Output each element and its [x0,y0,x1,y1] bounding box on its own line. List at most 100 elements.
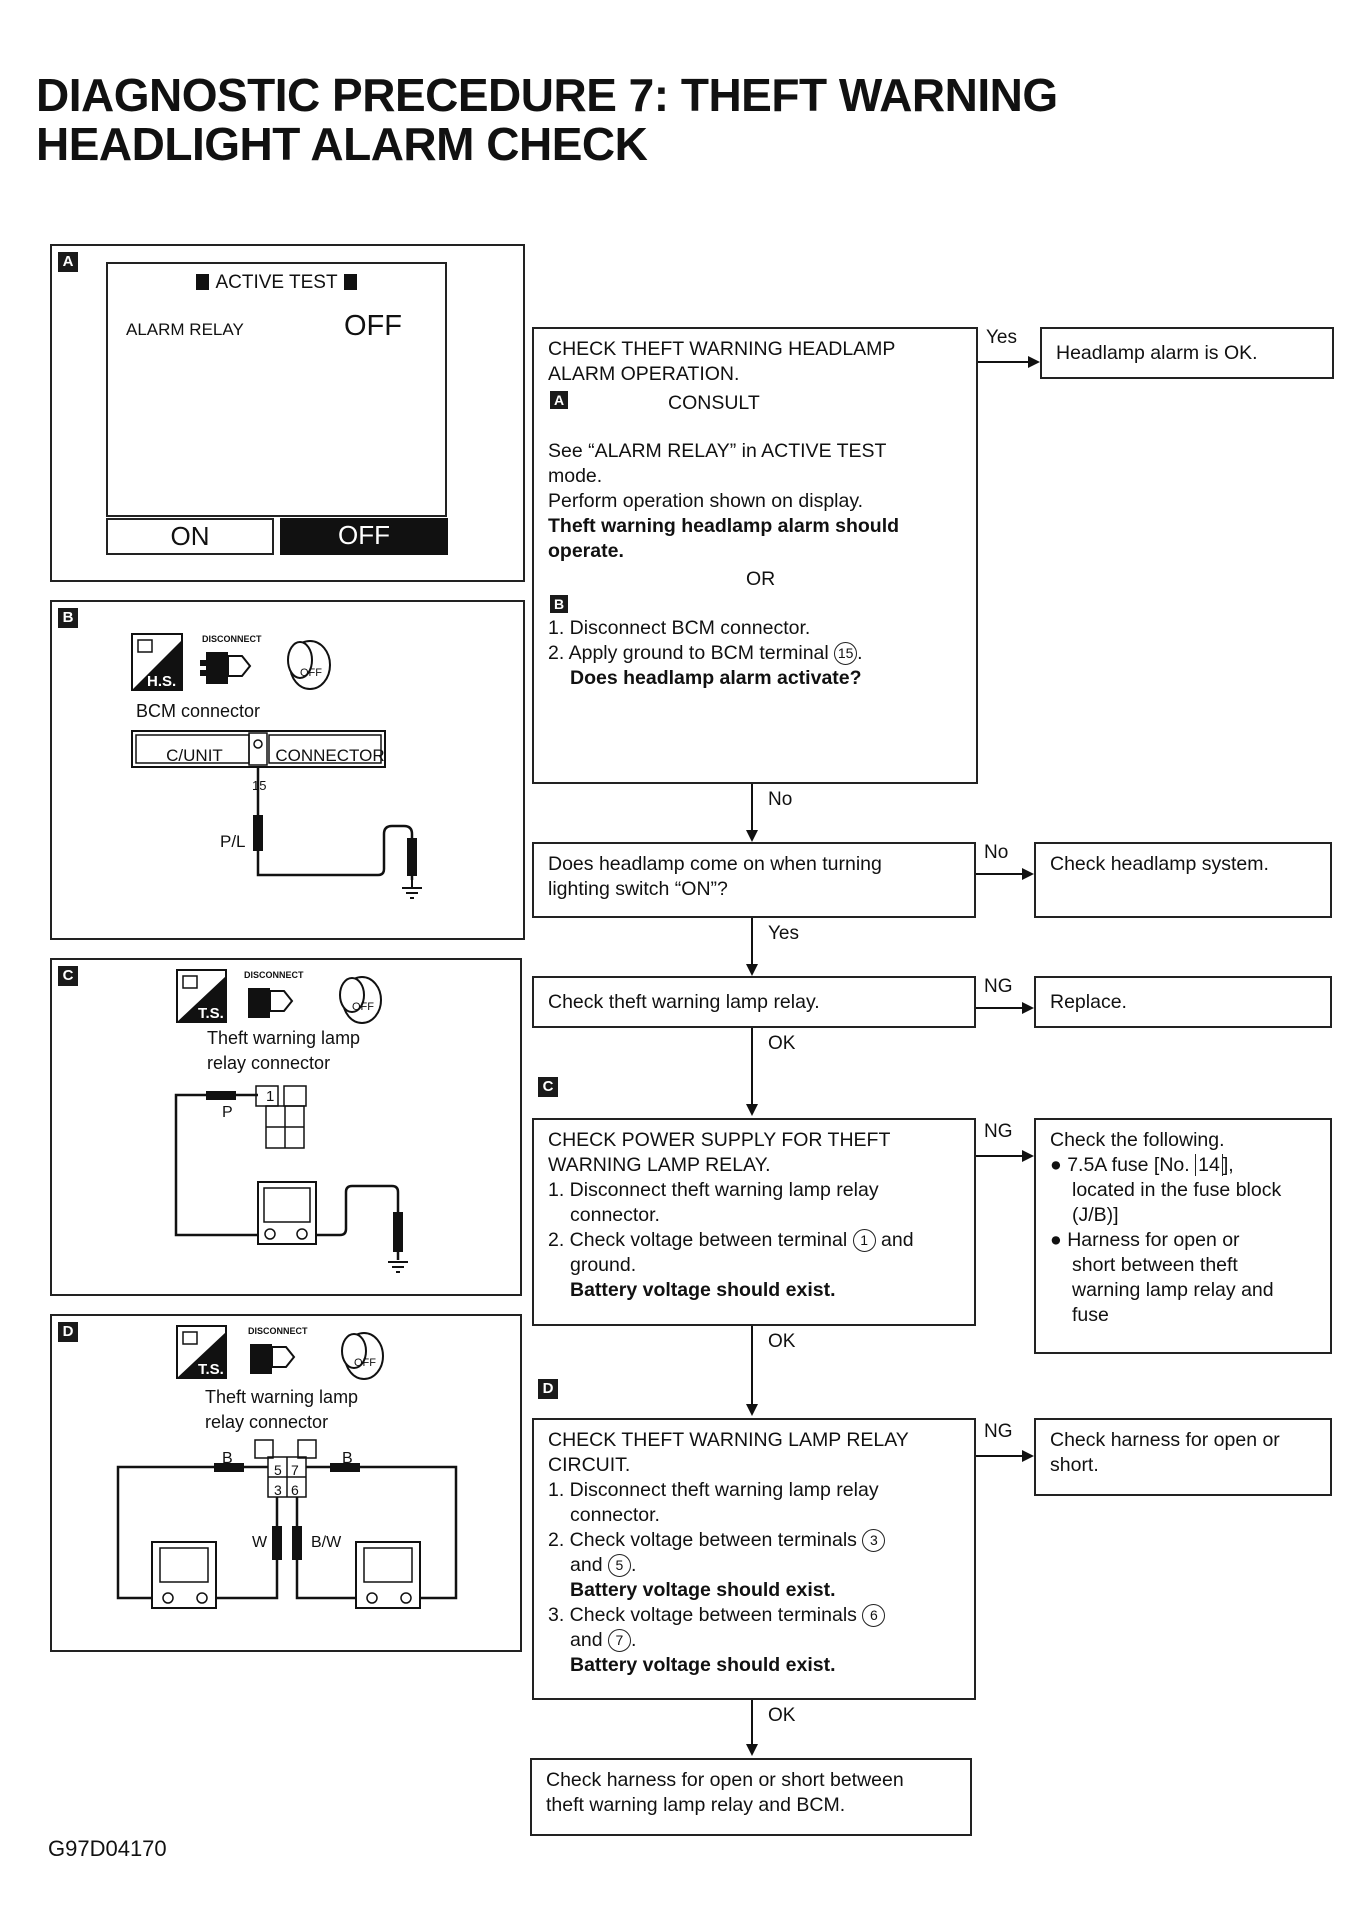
voltmeter-d-right-label: V [376,1552,394,1582]
ng-label-3: NG [984,976,1013,997]
flow-letter-c: C [538,1077,558,1097]
consult-screen: ACTIVE TEST ALARM RELAY OFF [106,262,447,517]
consult-label: CONSULT [668,392,760,414]
step1-letter-b: B [550,595,568,613]
active-test-title: ACTIVE TEST [215,272,338,293]
step5-l3a: 3. Check voltage between terminals 6 [548,1603,960,1628]
step5-l3a-text: 3. Check voltage between terminals [548,1604,863,1626]
ng4-b2c: warning lamp relay and [1072,1279,1274,1301]
ok-label-4: OK [768,1331,796,1352]
result-check-harness-open-short: Check harness for open or short. [1034,1418,1332,1496]
voltmeter-d-left-label: V [176,1552,194,1582]
step5-l2b-end: . [630,1554,637,1576]
ng4-b2d: fuse [1072,1304,1109,1326]
terminal-3-label: 3 [274,1482,282,1498]
ng4-b1a: 7.5A fuse [No. [1067,1154,1196,1176]
page-title-line-2: HEADLIGHT ALARM CHECK [36,118,648,170]
terminal-5-badge: 5 [607,1554,631,1578]
step1-title-1: CHECK THEFT WARNING HEADLAMP [548,338,896,360]
relay-connector-label-c1: Theft warning lamp [207,1028,361,1048]
step3-check-relay: Check theft warning lamp relay. [532,976,976,1028]
terminal-5-label: 5 [274,1462,282,1478]
wire-color-bw: B/W [311,1534,342,1551]
step1-b2-end: . [857,642,863,664]
step5-title-1: CHECK THEFT WARNING LAMP RELAY [548,1429,909,1451]
step4-title-1: CHECK POWER SUPPLY FOR THEFT [548,1129,891,1151]
step1-line3: Perform operation shown on display. [548,490,864,512]
step5-l1a: 1. Disconnect theft warning lamp relay [548,1479,879,1501]
step5-l3b-text: and [570,1629,608,1651]
off-button[interactable]: OFF [280,518,448,555]
yes-label-1: Yes [986,327,1017,348]
step4-power-supply-check: CHECK POWER SUPPLY FOR THEFT WARNING LAM… [532,1118,976,1326]
terminal-1-label: 1 [266,1088,275,1105]
step2-line1: Does headlamp come on when turning [548,853,882,875]
terminal-6-label: 6 [291,1482,299,1498]
result-check-fuse-harness: Check the following. ● 7.5A fuse [No. 14… [1034,1118,1332,1354]
bcm-connector-label: BCM connector [136,701,261,721]
no-label-2: No [984,842,1009,863]
wire-color-w: W [252,1534,268,1551]
ng4-b2a: Harness for open or [1067,1229,1240,1251]
step2-headlamp-switch-check: Does headlamp come on when turning light… [532,842,976,918]
relay-connector-label-d1: Theft warning lamp [205,1387,359,1407]
terminal-7-badge: 7 [607,1629,631,1653]
terminal-1-badge: 1 [852,1229,876,1253]
step1-b2-text: 2. Apply ground to BCM terminal [548,642,835,664]
step4-bold: Battery voltage should exist. [570,1279,836,1301]
panel-c-power-supply-check: C Theft warning lamp relay connector 1 P… [50,958,522,1296]
ng-label-5: NG [984,1421,1013,1442]
bcm-connector-right-section: CONNECTOR [275,746,385,765]
active-test-header: ACTIVE TEST [108,272,445,294]
ng4-bullet2: ● Harness for open or [1050,1229,1240,1251]
on-button[interactable]: ON [106,518,274,555]
terminal-15-badge: 15 [834,642,858,666]
step5-relay-circuit-check: CHECK THEFT WARNING LAMP RELAY CIRCUIT. … [532,1418,976,1700]
step5-l2b: and 5. [548,1553,960,1578]
step5-l3b-end: . [630,1629,637,1651]
panel-d-relay-circuit-check: D Theft warning lamp relay connector 5 7… [50,1314,522,1652]
final-line2: theft warning lamp relay and BCM. [546,1794,846,1816]
step1-check-alarm-operation: CHECK THEFT WARNING HEADLAMP ALARM OPERA… [532,327,978,784]
ng4-b1c: located in the fuse block [1072,1179,1282,1201]
step5-l2a: 2. Check voltage between terminals 3 [548,1528,960,1553]
step4-l2a: 2. Check voltage between terminal 1 and [548,1228,960,1253]
ng4-b1d: (J/B)] [1072,1204,1119,1226]
fuse-number: 14 [1195,1154,1223,1176]
step5-l2b-text: and [570,1554,608,1576]
page-title-line-1: DIAGNOSTIC PRECEDURE 7: THEFT WARNING [36,69,1058,121]
step4-l2a-end: and [875,1229,914,1251]
relay-connector-label-d2: relay connector [205,1412,329,1432]
step4-l1a: 1. Disconnect theft warning lamp relay [548,1179,879,1201]
or-divider-label: OR [742,567,780,592]
ng5-line2: short. [1050,1454,1099,1476]
flow-letter-d: D [538,1379,558,1399]
step1-b1: 1. Disconnect BCM connector. [548,617,811,639]
yes-label-2: Yes [768,923,799,944]
ok-label-5: OK [768,1705,796,1726]
alarm-relay-label: ALARM RELAY [126,320,244,339]
step1-line2: mode. [548,465,603,487]
step5-l2a-text: 2. Check voltage between terminals [548,1529,863,1551]
step5-l3b: and 7. [548,1628,960,1653]
panel-a-letter: A [58,252,78,272]
step1-b3: Does headlamp alarm activate? [570,667,862,689]
ng4-b2b: short between theft [1072,1254,1238,1276]
panel-b-letter: B [58,608,78,628]
panel-b-bcm-connector: B BCM connector C/UNIT CONNECTOR 15 P/L [50,600,525,940]
step1-b2: 2. Apply ground to BCM terminal 15. [548,641,962,666]
result-check-headlamp-system: Check headlamp system. [1034,842,1332,918]
ng5-line1: Check harness for open or [1050,1429,1280,1451]
terminal-6-badge: 6 [862,1604,886,1628]
bcm-terminal-label: 15 [252,778,267,793]
step1-title-2: ALARM OPERATION. [548,363,740,385]
step4-l2a-text: 2. Check voltage between terminal [548,1229,853,1251]
wire-color-p: P [222,1104,233,1121]
step1-letter-a: A [550,391,568,409]
step5-title-2: CIRCUIT. [548,1454,631,1476]
no-label-1: No [768,789,793,810]
step4-l1b: connector. [570,1204,660,1226]
alarm-relay-value: OFF [344,310,402,342]
ng-label-4: NG [984,1121,1013,1142]
panel-d-letter: D [58,1322,78,1342]
